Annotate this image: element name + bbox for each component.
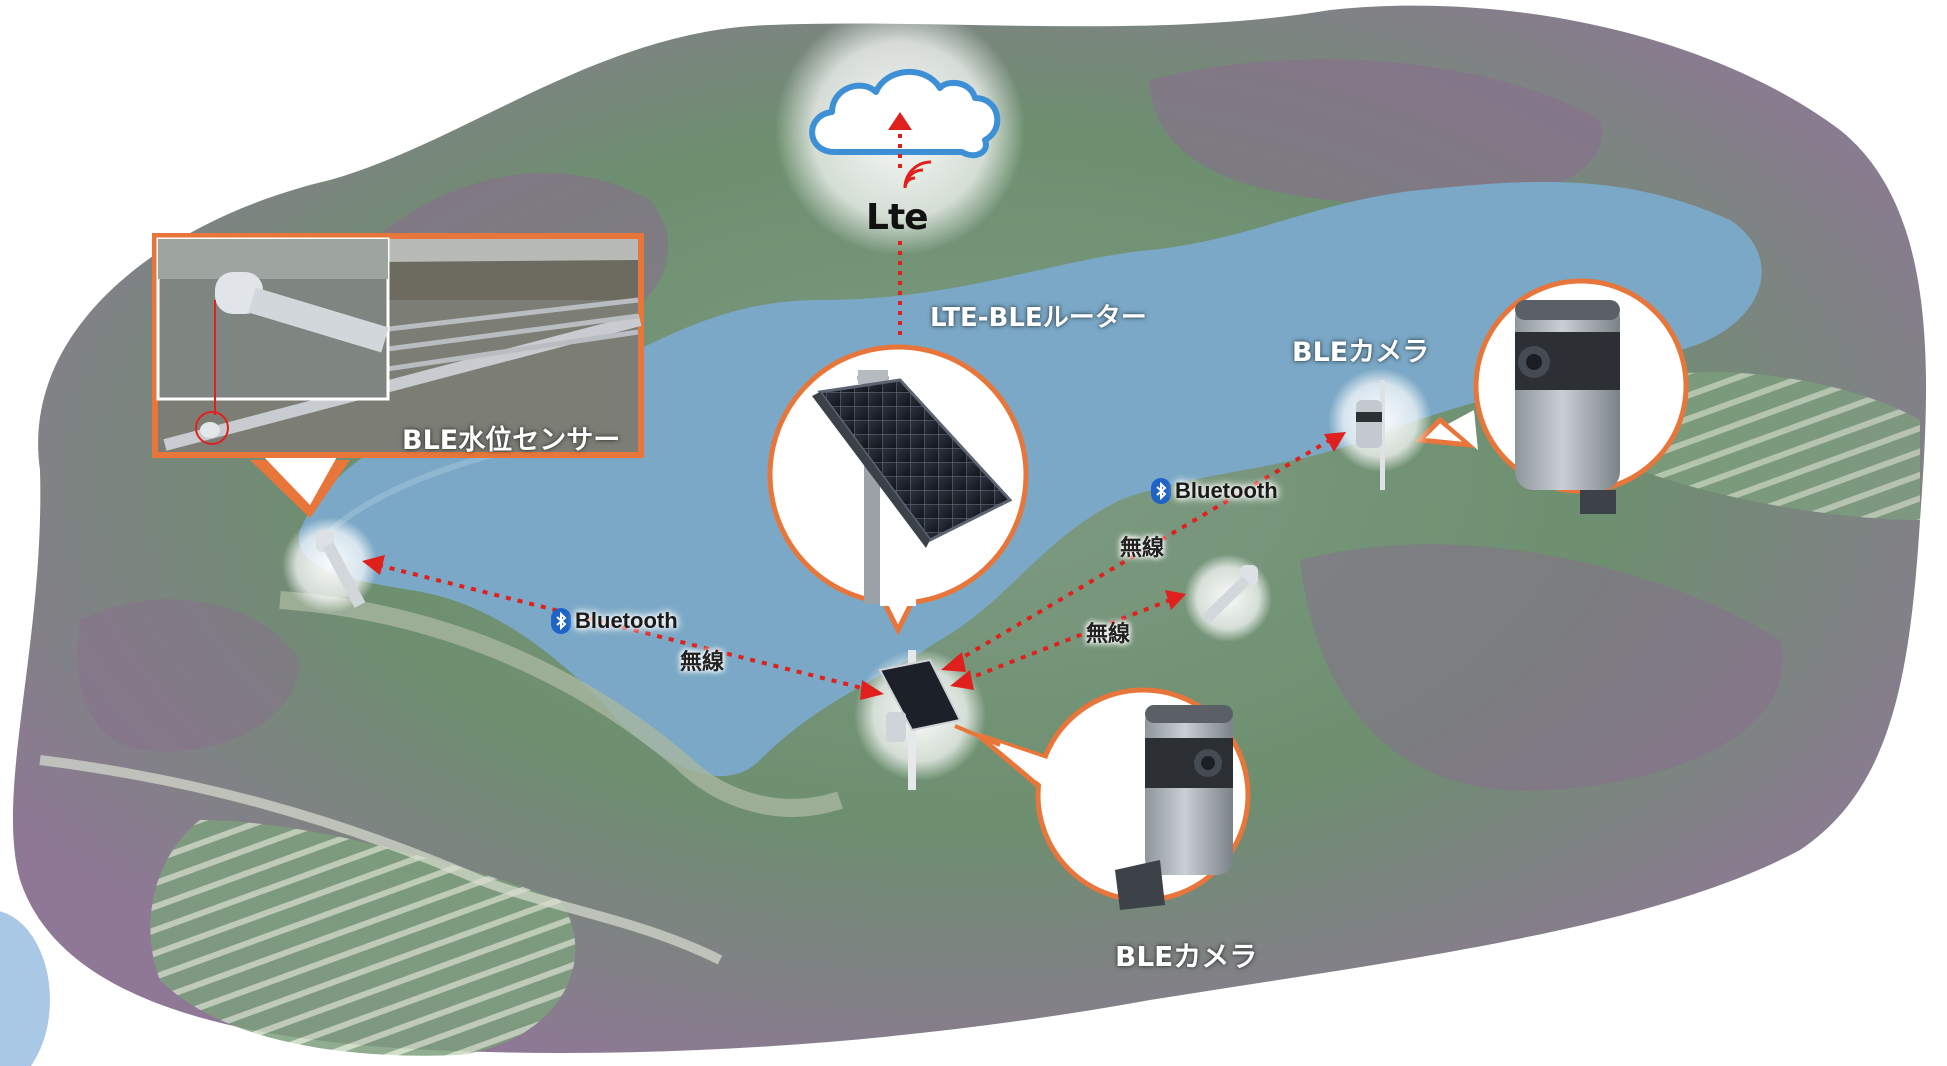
water-sensor-callout bbox=[152, 233, 644, 518]
bluetooth-icon bbox=[551, 608, 571, 634]
lte-icon bbox=[903, 160, 932, 189]
bluetooth-label: Bluetooth bbox=[1175, 478, 1278, 503]
router-label: LTE-BLEルーター bbox=[930, 303, 1147, 333]
wireless-label: 無線 bbox=[1086, 622, 1131, 647]
solar-router-icon bbox=[812, 370, 1013, 604]
camera-bottom-callout bbox=[976, 687, 1251, 910]
water-level-sensor-icon bbox=[316, 530, 366, 608]
camera-bottom-label: BLEカメラ bbox=[1115, 940, 1258, 973]
link-right-sensor bbox=[964, 598, 1171, 682]
water-level-sensor-icon bbox=[215, 272, 389, 353]
wireless-label: 無線 bbox=[1120, 536, 1165, 561]
bluetooth-badge: Bluetooth bbox=[1151, 478, 1278, 504]
router-marker bbox=[878, 650, 962, 790]
camera-right-label: BLEカメラ bbox=[1292, 337, 1430, 368]
camera-marker bbox=[1356, 380, 1385, 490]
camera-right-callout bbox=[1414, 278, 1689, 514]
water-level-sensor-icon bbox=[1201, 565, 1258, 624]
water-sensor-label: BLE水位センサー bbox=[402, 425, 621, 456]
camera-icon bbox=[1515, 300, 1620, 514]
cloud-icon bbox=[809, 69, 1001, 159]
router-callout bbox=[767, 344, 1029, 636]
camera-icon bbox=[1115, 705, 1233, 910]
bluetooth-label: Bluetooth bbox=[575, 608, 678, 633]
bluetooth-badge: Bluetooth bbox=[551, 608, 678, 634]
link-right-camera bbox=[953, 438, 1332, 664]
bluetooth-icon bbox=[1151, 478, 1171, 504]
wireless-label: 無線 bbox=[680, 650, 725, 675]
lte-logo: Lte bbox=[866, 197, 929, 238]
link-left bbox=[377, 563, 871, 692]
reservoir-water bbox=[298, 181, 1762, 777]
